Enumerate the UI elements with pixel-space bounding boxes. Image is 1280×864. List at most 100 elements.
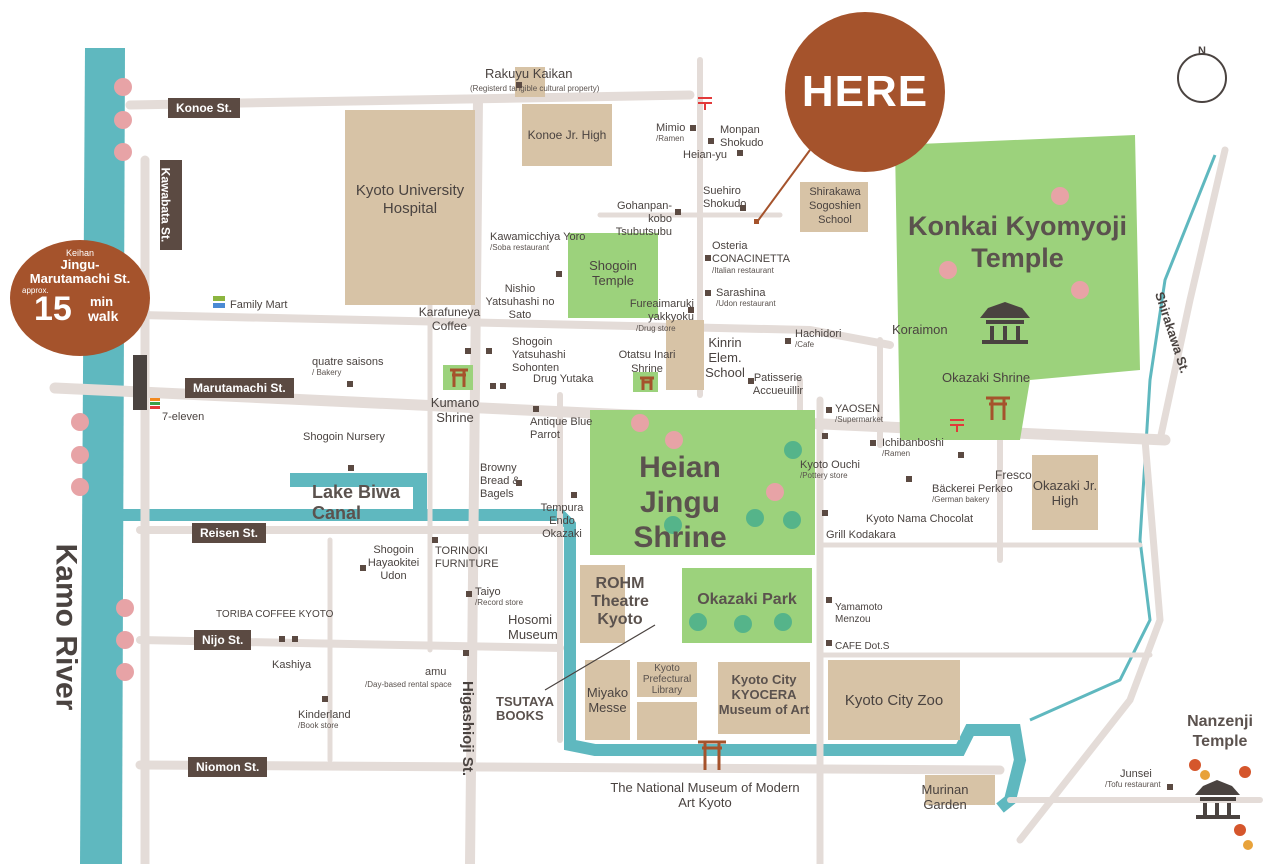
label-konoe-jr-high: Konoe Jr. High [527,128,607,142]
label-kinderland-sub: /Book store [298,721,339,730]
place-marker [348,465,354,471]
place-marker [486,348,492,354]
place-marker [906,476,912,482]
access-min-unit: min [90,294,114,309]
access-station-1: Jingu- [60,257,100,272]
canal-shape [120,509,1027,813]
street-nijo: Nijo St. [194,630,252,650]
label-osteria-sub: /Italian restaurant [712,266,774,275]
label-kyoto-ouchi: Kyoto Ouchi [800,459,860,471]
label-quatre: quatre saisons [312,356,384,368]
label-okazaki-park: Okazaki Park [697,591,797,608]
label-kawamicchiya: Kawamicchiya Yoro [490,231,586,243]
place-marker [292,636,298,642]
blossom-icons [71,78,1089,681]
label-mimio-sub: /Ramen [656,134,685,143]
place-marker [708,138,714,144]
label-okazaki-shrine: Okazaki Shrine [942,370,1031,385]
label-fureaimaruki: Fureaimaruki yakkyoku [629,298,694,323]
label-hachidori: Hachidori [795,328,842,340]
label-konkai-temple: Konkai Kyomyoji Temple [907,211,1128,273]
label-patisserie: Patisserie Accueuillir [752,372,804,397]
label-nama-chocolat: Kyoto Nama Chocolat [866,513,973,525]
tree-icons [664,441,802,633]
label-karafuneya: Karafuneya Coffee [418,305,481,333]
label-taiyo-sub: /Record store [475,598,524,607]
street-konoe: Konoe St. [168,98,240,118]
label-grill: Grill Kodakara [826,529,896,541]
label-junsei-sub: /Tofu restaurant [1105,780,1161,789]
label-koraimon: Koraimon [892,322,948,337]
place-marker [688,307,694,313]
label-kinrin-school: Kinrin Elem. School [705,335,745,380]
street-niomon: Niomon St. [188,757,268,777]
here-callout: HERE [785,12,945,172]
place-marker [516,480,522,486]
label-toriba: TORIBA COFFEE KYOTO [216,609,334,620]
shirakawa-canal-shape [1029,154,1217,722]
label-family-mart: Family Mart [230,299,288,311]
place-marker [463,650,469,656]
place-marker [690,125,696,131]
label-ichibanboshi-sub: /Ramen [882,449,911,458]
access-walk: walk [88,308,119,324]
place-marker [826,597,832,603]
label-osteria: Osteria CONACINETTA [712,240,791,265]
maple-leaf-icons [1189,759,1253,850]
place-marker [737,150,743,156]
here-marker [754,219,759,224]
label-sarashina: Sarashina [716,287,766,299]
label-junsei: Junsei [1120,768,1152,780]
label-shogoin-yatsuhashi: Shogoin Yatsuhashi Sohonten [512,336,566,374]
place-marker [360,565,366,571]
label-nishio: Nishio Yatsuhashi no Sato [485,283,555,321]
label-sarashina-sub: /Udon restaurant [716,299,776,308]
station-marker [133,355,147,410]
place-marker [705,290,711,296]
place-marker [822,433,828,439]
place-marker [279,636,285,642]
building-blocks [345,67,1098,805]
label-perkeo: Bäckerei Perkeo [932,483,1013,495]
compass: N [1177,45,1227,109]
label-kyoto-zoo: Kyoto City Zoo [844,692,944,709]
post-office-icons [698,97,964,432]
street-higashioji: Higashioji St. [459,680,477,777]
label-taiyo: Taiyo [475,586,501,598]
place-marker [465,348,471,354]
label-nanzenji-temple: Nanzenji Temple [1187,713,1253,750]
label-torinoki: TORINOKI FURNITURE [435,545,499,570]
label-yamamoto: Yamamoto Menzou [835,602,883,625]
place-marker [870,440,876,446]
place-marker [347,381,353,387]
compass-icon [1177,53,1227,103]
label-kyoto-univ-hospital: Kyoto University Hospital [355,182,465,217]
label-tsutaya-books: TSUTAYA BOOKS [496,694,554,723]
label-shogoin-nursery: Shogoin Nursery [303,431,385,443]
place-marker [826,640,832,646]
label-ichibanboshi: Ichibanboshi [882,437,944,449]
label-heian-yu: Heian-yu [683,149,728,161]
torii-gates [450,368,1010,770]
label-prefectural-library: Kyoto Prefectural Library [642,663,692,696]
place-marker [466,591,472,597]
access-line: Keihan [65,248,95,258]
label-kawamicchiya-sub: /Soba restaurant [490,243,550,252]
label-mimio: Mimio [656,122,686,134]
here-label: HERE [801,67,929,116]
label-suehiro: Suehiro Shokudo [703,185,747,210]
place-marker [705,255,711,261]
label-murinan-garden: Murinan Garden [921,782,969,812]
label-7-eleven: 7-eleven [162,411,205,423]
label-quatre-sub: / Bakery [312,368,342,377]
label-drug-yutaka: Drug Yutaka [533,373,594,385]
label-miyako-messe: Miyako Messe [586,685,629,715]
label-fureaimaruki-sub: /Drug store [636,324,676,333]
label-fresco: Fresco [995,468,1032,482]
label-kyoto-ouchi-sub: /Pottery store [800,471,848,480]
street-reisen: Reisen St. [192,523,267,543]
label-kumano-shrine: Kumano Shrine [430,395,480,425]
label-tempura: Tempura Endo Okazaki [540,502,584,540]
label-shogoin-temple: Shogoin Temple [589,258,637,288]
